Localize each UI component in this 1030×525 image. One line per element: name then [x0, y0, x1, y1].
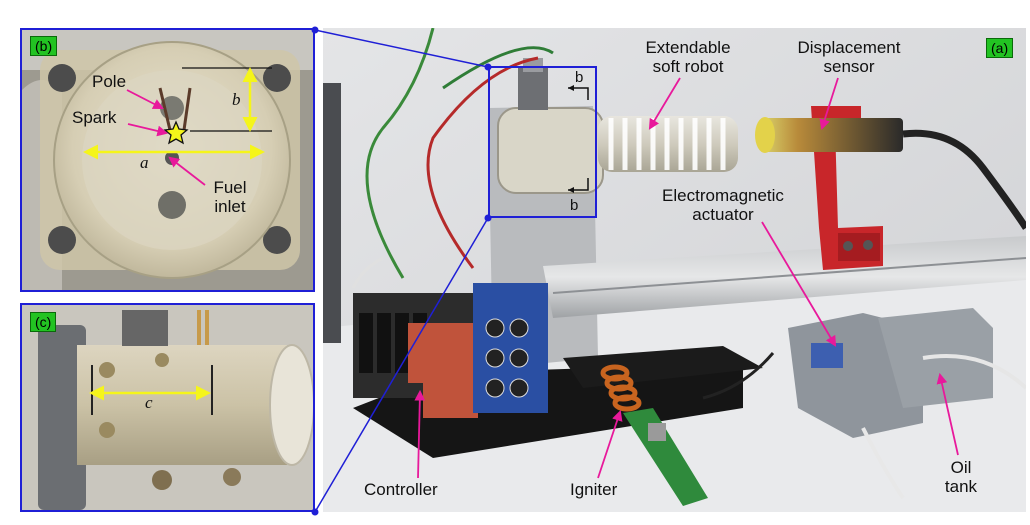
label-oil-line2: tank	[944, 477, 978, 496]
label-igniter: Igniter	[570, 480, 618, 499]
photo-panel-a	[323, 28, 1026, 512]
label-fuel-line1: Fuel	[213, 178, 247, 197]
panel-c-tag: (c)	[30, 312, 57, 332]
photo-c-drawing	[22, 305, 313, 510]
section-label-b-bottom: b	[570, 197, 579, 214]
label-fuel-inlet: Fuel inlet	[200, 178, 260, 216]
label-fuel-line2: inlet	[214, 197, 246, 216]
label-extendable-line2: soft robot	[652, 57, 724, 76]
dimension-label-c: c	[145, 393, 153, 412]
label-electromagnetic-line1: Electromagnetic	[662, 186, 784, 205]
label-displacement-sensor: Displacement sensor	[784, 38, 914, 76]
label-displacement-line2: sensor	[823, 57, 875, 76]
label-extendable-line1: Extendable	[645, 38, 731, 57]
label-displacement-line1: Displacement	[797, 38, 901, 57]
label-spark: Spark	[72, 108, 117, 127]
label-electromagnetic-actuator: Electromagnetic actuator	[638, 186, 808, 224]
dimension-label-a: a	[140, 153, 149, 172]
label-extendable-soft-robot: Extendable soft robot	[628, 38, 748, 76]
panel-a-tag: (a)	[986, 38, 1014, 58]
label-oil-tank: Oil tank	[936, 458, 986, 496]
dimension-label-b: b	[232, 90, 241, 109]
panel-b-tag: (b)	[30, 36, 58, 56]
photo-panel-b	[20, 28, 315, 292]
section-label-b-top: b	[575, 69, 584, 86]
label-pole: Pole	[92, 72, 127, 91]
photo-panel-c	[20, 303, 315, 512]
label-electromagnetic-line2: actuator	[692, 205, 754, 224]
label-oil-line1: Oil	[950, 458, 972, 477]
photo-a-drawing	[323, 28, 1026, 512]
label-controller: Controller	[364, 480, 438, 499]
photo-b-drawing	[22, 30, 313, 290]
detail-region-frame	[488, 66, 597, 218]
